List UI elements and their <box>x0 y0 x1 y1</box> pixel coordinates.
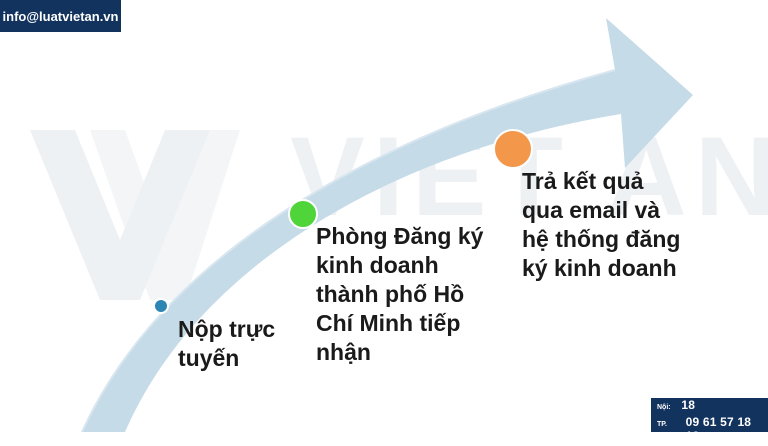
hotline-hanoi-label: Hà Nội: <box>657 390 671 411</box>
step-2-dot <box>288 199 318 229</box>
hotline-hanoi[interactable]: Hà Nội: 09 61 37 18 18 <box>657 384 764 415</box>
step-1-dot <box>153 298 169 314</box>
hotline-hcm-label: TP. HCM: <box>657 421 676 442</box>
step-2-label: Phòng Đăng ký kinh doanh thành phố Hồ Ch… <box>316 223 484 365</box>
process-arrow <box>81 18 693 432</box>
process-arrow-body <box>82 18 693 432</box>
hotline-hanoi-number[interactable]: 09 61 37 18 18 <box>681 384 748 412</box>
watermark-logo-mark <box>30 130 210 300</box>
hotline-hcm-number[interactable]: 09 61 57 18 18 <box>685 415 752 443</box>
step-3-dot <box>493 129 533 169</box>
email-text[interactable]: info@luatvietan.vn <box>2 8 119 24</box>
hotline-box: Hà Nội: 09 61 37 18 18 TP. HCM: 09 61 57… <box>651 384 768 443</box>
step-1-label: Nộp trực tuyến <box>178 316 276 371</box>
step-3-label: Trả kết quả qua email và hệ thống đăng k… <box>522 168 681 281</box>
email-badge[interactable]: info@luatvietan.vn <box>0 0 121 32</box>
hotline-hcm[interactable]: TP. HCM: 09 61 57 18 18 <box>657 415 764 446</box>
